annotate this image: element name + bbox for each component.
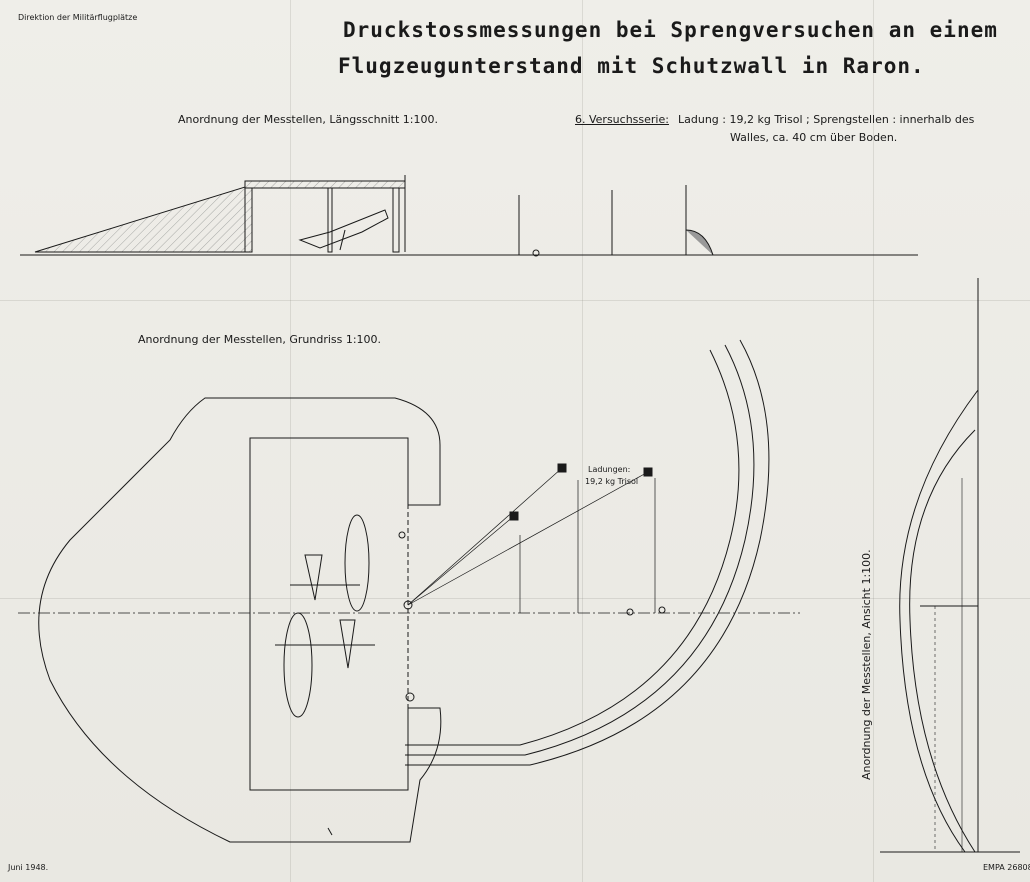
gauge-marker — [398, 531, 406, 539]
measurement-rays — [407, 467, 656, 613]
fold-line — [290, 0, 291, 882]
gauge-marker — [405, 692, 415, 702]
footer-date: Juni 1948. — [8, 863, 49, 872]
charge-label-2: 19,2 kg Trisol — [585, 477, 639, 486]
charge-marker — [509, 511, 519, 521]
title-line-1: Druckstossmessungen bei Sprengversuchen … — [343, 18, 998, 42]
series-text-2: Walles, ca. 40 cm über Boden. — [730, 131, 898, 144]
series-text-1: Ladung : 19,2 kg Trisol ; Sprengstellen … — [678, 113, 975, 126]
series-label: 6. Versuchsserie: — [575, 113, 669, 126]
fold-line — [873, 0, 874, 882]
gauge-post-1 — [518, 195, 540, 257]
elevation-view — [880, 278, 1020, 853]
title-line-2: Flugzeugunterstand mit Schutzwall in Rar… — [338, 54, 925, 78]
aircraft-1-icon — [290, 514, 370, 612]
charge-label-1: Ladungen: — [588, 465, 631, 474]
fold-line — [582, 0, 583, 882]
fold-line — [0, 300, 1030, 301]
charge-marker — [643, 467, 653, 477]
north-tick — [327, 827, 333, 836]
section-plan-label: Anordnung der Messtellen, Grundriss 1:10… — [138, 333, 382, 346]
gauge-post-3 — [685, 185, 714, 256]
aircraft-2-icon — [275, 612, 375, 718]
fold-line — [0, 598, 1030, 599]
aircraft-side-icon — [298, 209, 389, 251]
gauge-marker — [626, 608, 634, 616]
gauge-marker — [403, 600, 413, 610]
charge-marker — [557, 463, 567, 473]
footer-ref: EMPA 26808 — [983, 863, 1030, 872]
org-label: Direktion der Militärflugplätze — [18, 13, 138, 22]
longitudinal-section — [20, 175, 918, 257]
plan-view — [18, 339, 800, 843]
gauge-marker — [658, 606, 666, 614]
section-long-label: Anordnung der Messtellen, Längsschnitt 1… — [178, 113, 438, 126]
